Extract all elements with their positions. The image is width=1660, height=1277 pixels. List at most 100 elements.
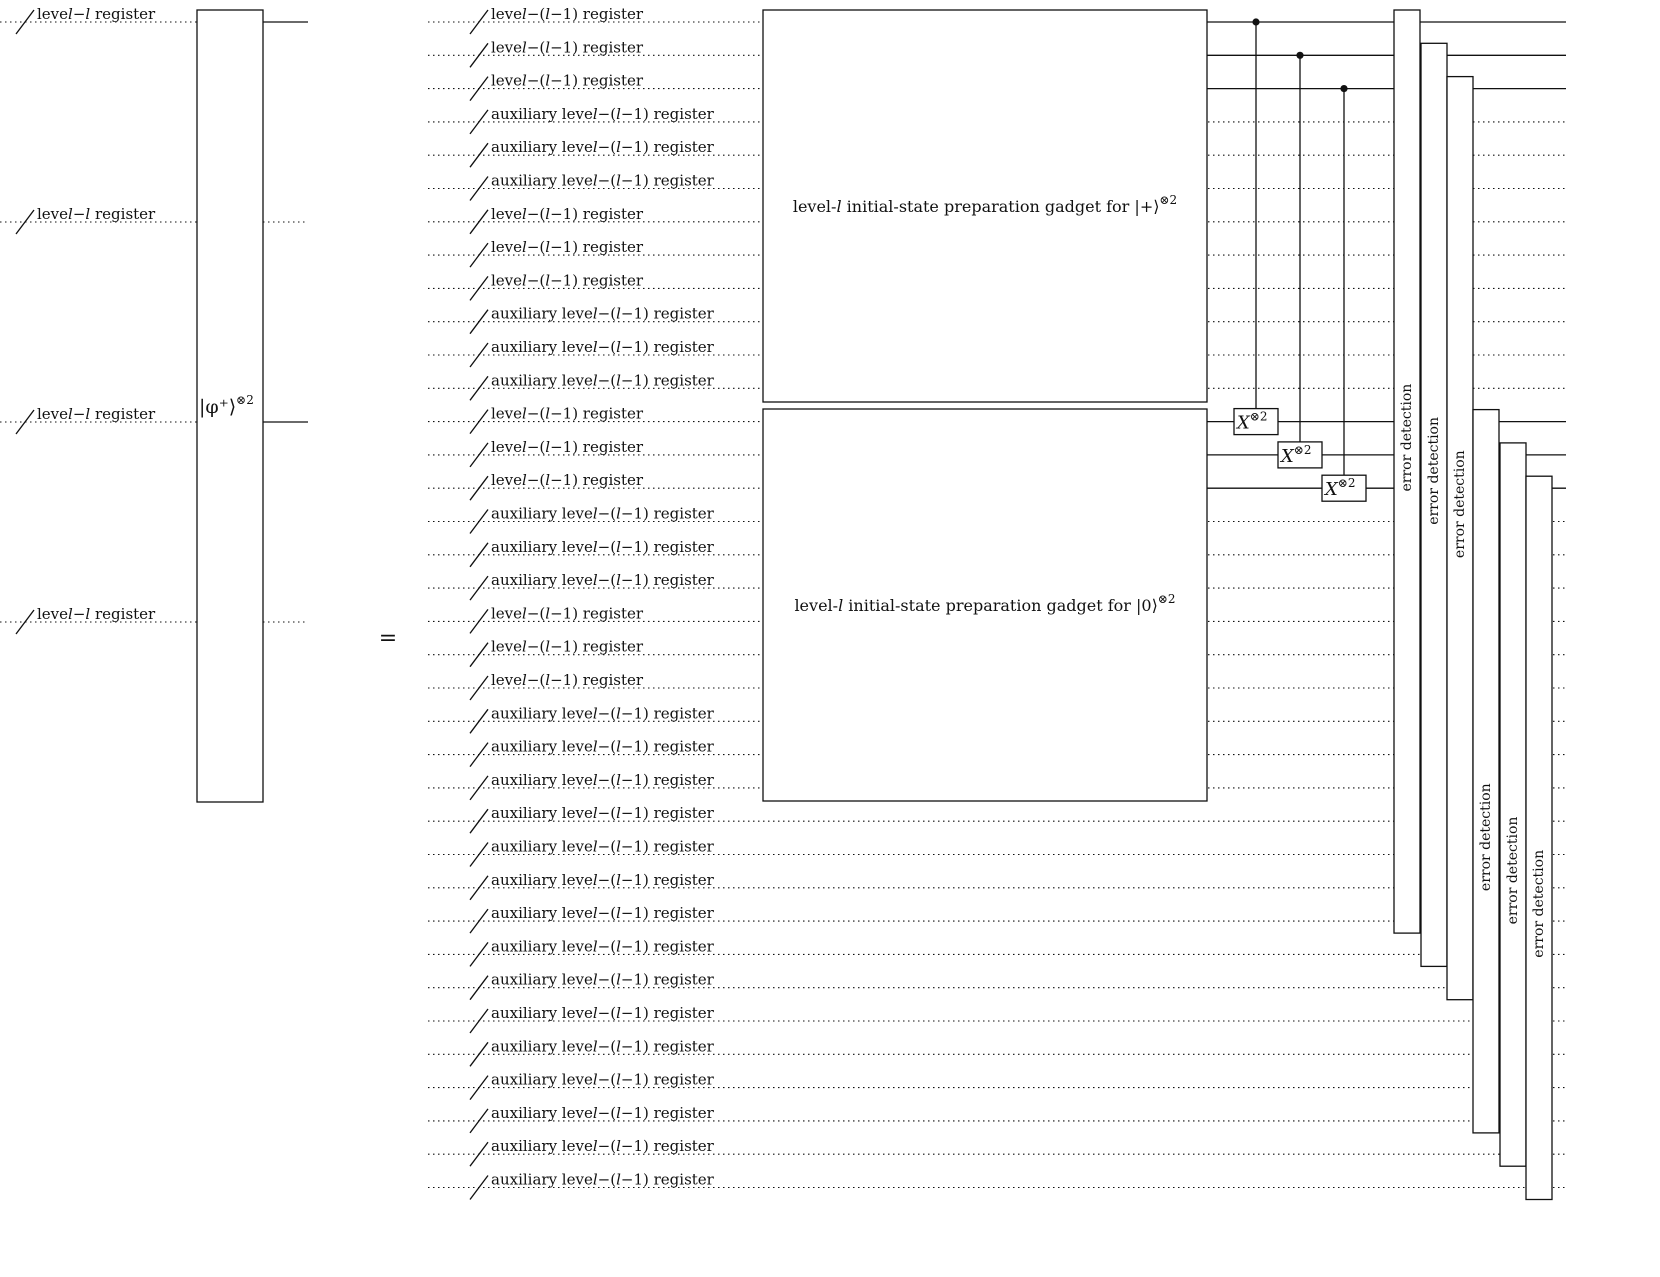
rhs-register-label: auxiliary level−(l−1) register [491, 505, 715, 523]
register-slash [469, 875, 489, 901]
rhs-register-label: auxiliary level−(l−1) register [491, 138, 715, 156]
register-slash [469, 109, 489, 135]
register-slash [469, 442, 489, 468]
register-slash [469, 1175, 489, 1200]
register-slash [469, 775, 489, 801]
rhs-register-label: auxiliary level−(l−1) register [491, 371, 715, 389]
register-slash [469, 342, 489, 368]
register-slash [469, 509, 489, 534]
rhs-register-label: auxiliary level−(l−1) register [491, 538, 715, 556]
register-slash [469, 176, 489, 201]
rhs-register-label: auxiliary level−(l−1) register [491, 904, 715, 922]
rhs-register-label: auxiliary level−(l−1) register [491, 1104, 715, 1122]
rhs-register-label: auxiliary level−(l−1) register [491, 172, 715, 190]
rhs-register-label: auxiliary level−(l−1) register [491, 937, 715, 955]
equals-sign: = [379, 626, 397, 651]
register-slash [469, 1041, 489, 1067]
rhs-register-label: auxiliary level−(l−1) register [491, 704, 715, 722]
error-detection-box [1472, 408, 1500, 1134]
rhs-register-label: level−(l−1) register [491, 438, 644, 456]
x-gate-label: X⊗2 [1235, 410, 1268, 434]
register-slash [469, 409, 489, 434]
register-slash [469, 675, 489, 701]
initial-state-preparation-gadget [762, 9, 1208, 403]
register-slash [469, 209, 489, 235]
register-slash [469, 975, 489, 1001]
register-slash [469, 1108, 489, 1134]
rhs-register-label: level−(l−1) register [491, 604, 644, 622]
cnot-control-dot [1252, 18, 1260, 26]
rhs-register-label: level−(l−1) register [491, 271, 644, 289]
rhs-register-label: level−(l−1) register [491, 238, 644, 256]
rhs-register-label: auxiliary level−(l−1) register [491, 571, 715, 589]
register-slash [469, 375, 489, 401]
register-slash [469, 9, 489, 35]
rhs-register-label: auxiliary level−(l−1) register [491, 1071, 715, 1089]
register-slash [469, 309, 489, 335]
register-slash [469, 1008, 489, 1034]
gadget-label: level-l initial-state preparation gadget… [794, 592, 1175, 615]
register-slash [15, 409, 35, 435]
rhs-register-label: auxiliary level−(l−1) register [491, 1171, 715, 1189]
lhs-register-label: level−l register [37, 5, 156, 23]
lhs-register-label: level−l register [37, 605, 156, 623]
rhs-register-label: level−(l−1) register [491, 638, 644, 656]
rhs-register-label: auxiliary level−(l−1) register [491, 1137, 715, 1155]
x-gate-box [1321, 474, 1367, 502]
error-detection-label: error detection [1426, 417, 1442, 525]
x-gate-box [1277, 441, 1323, 469]
x-gate-box [1233, 407, 1279, 436]
register-slash [469, 842, 489, 867]
lhs-register-label: level−l register [37, 405, 156, 423]
error-detection-box [1446, 75, 1474, 1001]
register-slash [15, 209, 35, 235]
initial-state-preparation-gadget [762, 408, 1208, 802]
error-detection-box [1499, 442, 1527, 1167]
error-detection-label: error detection [1505, 817, 1521, 925]
rhs-register-label: auxiliary level−(l−1) register [491, 771, 715, 789]
register-slash [469, 475, 489, 501]
register-slash [469, 242, 489, 268]
register-slash [469, 708, 489, 734]
rhs-register-label: level−(l−1) register [491, 205, 644, 223]
register-slash [469, 542, 489, 568]
error-detection-label: error detection [1531, 850, 1547, 958]
register-slash [469, 42, 489, 68]
register-slash [469, 276, 489, 301]
rhs-register-label: auxiliary level−(l−1) register [491, 1037, 715, 1055]
rhs-register-label: level−(l−1) register [491, 38, 644, 56]
rhs-circuit: level−(l−1) register level−(l−1) register… [428, 5, 1566, 1201]
error-detection-box [1420, 42, 1448, 968]
rhs-register-label: auxiliary level−(l−1) register [491, 305, 715, 323]
rhs-register-label: auxiliary level−(l−1) register [491, 871, 715, 889]
register-slash [469, 609, 489, 634]
register-slash [469, 1141, 489, 1167]
rhs-register-label: level−(l−1) register [491, 471, 644, 489]
register-slash [469, 808, 489, 834]
cnot-control-dot [1340, 85, 1348, 93]
register-slash [469, 908, 489, 934]
register-slash [469, 142, 489, 168]
rhs-register-label: auxiliary level−(l−1) register [491, 1004, 715, 1022]
register-slash [469, 575, 489, 601]
register-slash [469, 742, 489, 767]
rhs-register-label: level−(l−1) register [491, 5, 644, 23]
error-detection-label: error detection [1399, 384, 1415, 492]
rhs-register-label: auxiliary level−(l−1) register [491, 738, 715, 756]
lhs-register-label: level−l register [37, 205, 156, 223]
error-detection-label: error detection [1452, 450, 1468, 558]
x-gate-label: X⊗2 [1279, 443, 1312, 467]
rhs-register-label: level−(l−1) register [491, 671, 644, 689]
x-gate-label: X⊗2 [1323, 476, 1356, 500]
register-slash [15, 609, 35, 635]
error-detection-box [1525, 475, 1553, 1201]
register-slash [469, 76, 489, 101]
rhs-register-label: level−(l−1) register [491, 72, 644, 90]
rhs-register-label: auxiliary level−(l−1) register [491, 105, 715, 123]
error-detection-label: error detection [1478, 783, 1494, 891]
rhs-register-label: auxiliary level−(l−1) register [491, 838, 715, 856]
gadget-label: level-l initial-state preparation gadget… [793, 193, 1177, 216]
rhs-register-label: level−(l−1) register [491, 405, 644, 423]
register-slash [15, 9, 35, 35]
